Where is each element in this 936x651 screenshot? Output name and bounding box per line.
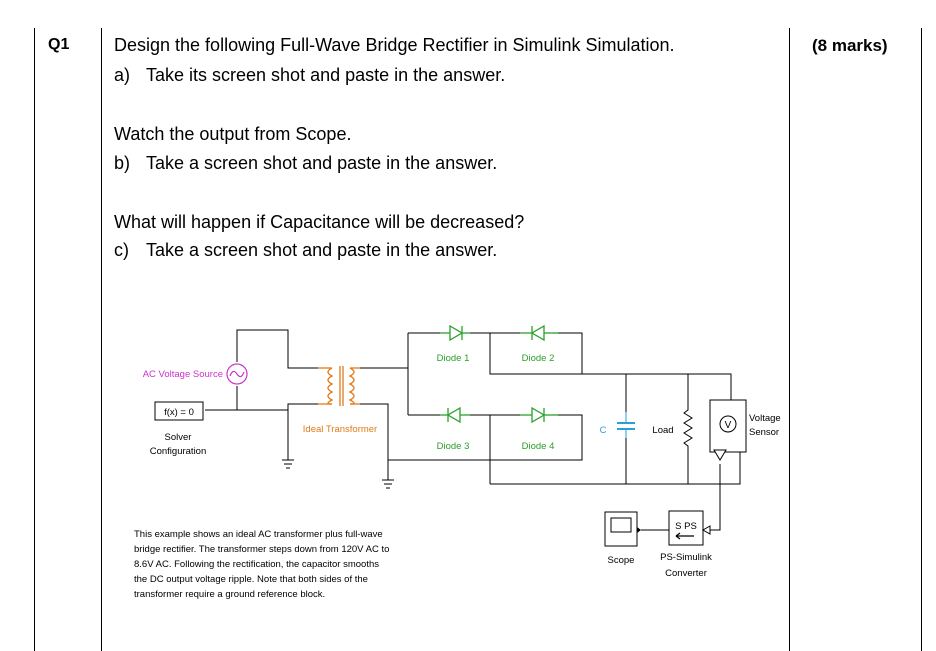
voltage-sensor-label-2: Sensor [749, 427, 779, 438]
table-border-right [921, 28, 922, 651]
part-a-text: Take its screen shot and paste in the an… [146, 65, 506, 85]
diode-3-icon [440, 406, 470, 424]
diode-4-icon [520, 406, 558, 424]
solver-label-2: Configuration [150, 446, 207, 457]
wire-tf-bottom [360, 403, 389, 460]
diode-2-icon [520, 324, 558, 342]
part-b-text: Take a screen shot and paste in the answ… [146, 153, 498, 173]
ground-icon-left [282, 459, 294, 469]
voltmeter-icon [719, 415, 737, 433]
scope-screen-icon [610, 517, 632, 533]
question-marks: (8 marks) [812, 36, 888, 55]
part-b-label: b) [114, 153, 131, 173]
solver-block-text: f(x) = 0 [164, 407, 194, 418]
ideal-transformer-icon [318, 366, 360, 406]
ps-converter-block [668, 510, 704, 546]
part-c: c) Take a screen shot and paste in the an… [114, 240, 497, 261]
part-c-text: Take a screen shot and paste in the answ… [146, 240, 498, 260]
sensor-output-arrow [713, 449, 727, 461]
part-c-label: c) [114, 240, 129, 260]
diode-4-label: Diode 4 [522, 441, 555, 452]
table-divider-1 [101, 28, 102, 651]
watch-instruction: Watch the output from Scope. [114, 124, 352, 144]
ground-icon-right [382, 479, 394, 489]
converter-label-1: PS-Simulink [660, 552, 712, 563]
capacitor-label: C [600, 425, 607, 436]
converter-label-2: Converter [665, 568, 707, 579]
wire-rail-top [582, 373, 732, 400]
diagram-description-note: This example shows an ideal AC transform… [134, 529, 390, 600]
wire-solver-bus [205, 403, 318, 411]
solver-label-1: Solver [165, 432, 192, 443]
voltmeter-symbol: V [725, 420, 732, 431]
transformer-label: Ideal Transformer [303, 424, 377, 435]
part-b: b) Take a screen shot and paste in the an… [114, 153, 497, 174]
wire-sensor-output [710, 464, 721, 531]
wire-rail-bottom [490, 452, 741, 485]
solver-block [154, 401, 204, 421]
converter-arrow-icon [675, 532, 694, 540]
voltage-sensor-label-1: Voltage [749, 413, 781, 424]
load-resistor-icon [683, 405, 693, 455]
question-title: Design the following Full-Wave Bridge Re… [114, 35, 675, 55]
table-border-left [34, 28, 35, 651]
ac-source-icon [226, 363, 248, 385]
diode-1-icon [440, 324, 470, 342]
load-label: Load [652, 425, 673, 436]
part-a-label: a) [114, 65, 131, 85]
diode-1-label: Diode 1 [437, 353, 470, 364]
capacitor-icon [617, 422, 635, 430]
table-divider-2 [789, 28, 790, 651]
diode-2-label: Diode 2 [522, 353, 555, 364]
capacitance-question: What will happen if Capacitance will be … [114, 212, 525, 232]
scope-label: Scope [608, 555, 635, 566]
part-a: a) Take its screen shot and paste in the … [114, 65, 505, 86]
wire-source-top [236, 329, 318, 369]
question-number: Q1 [48, 36, 70, 53]
ac-source-label: AC Voltage Source [143, 369, 223, 380]
diode-3-label: Diode 3 [437, 441, 470, 452]
converter-input-port [701, 525, 711, 535]
ps-converter-text: S PS [675, 521, 697, 532]
